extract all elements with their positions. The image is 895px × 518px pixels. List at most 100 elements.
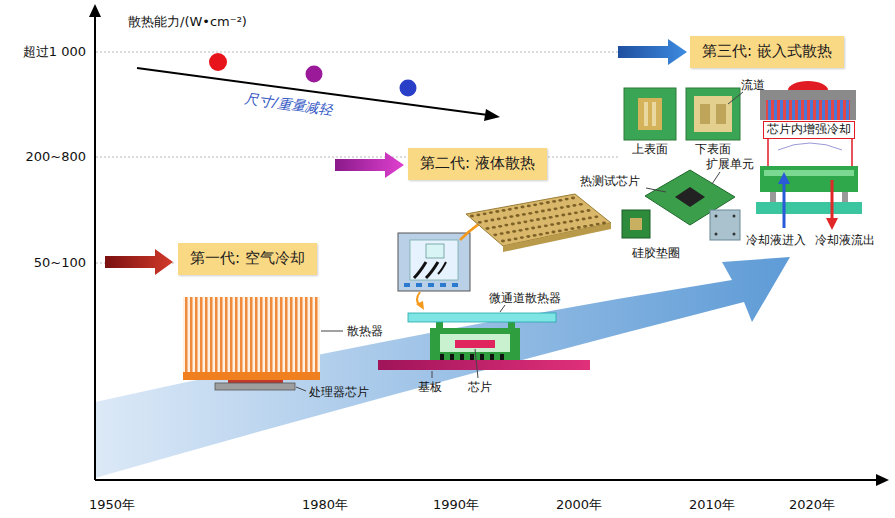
embedded-cooling-schematic <box>783 180 786 228</box>
microchannel-dot <box>579 203 583 206</box>
microchannel-dot <box>511 223 515 226</box>
heat-sink <box>183 297 320 372</box>
microchannel-dot <box>588 217 592 220</box>
microchannel-dot <box>514 207 518 210</box>
axis-tick-label: 超过1 000 <box>23 44 86 60</box>
axis-tick-label: 50~100 <box>34 255 86 271</box>
size-dot <box>306 66 323 83</box>
microchannel-dot <box>594 215 598 218</box>
microchannel-dot <box>495 210 499 213</box>
heat-sink <box>183 372 320 380</box>
microchannel-dot <box>580 210 584 213</box>
generation-text: 第二代: 液体散热 <box>420 154 535 172</box>
microchannel-dot <box>490 219 494 222</box>
microchannel-dot <box>547 209 551 212</box>
package-image <box>428 283 434 287</box>
embedded-cooling-schematic <box>842 192 848 202</box>
microchannel-dot <box>522 213 526 216</box>
microchannel-dot <box>521 206 525 209</box>
microchannel-dot <box>552 200 556 203</box>
generation-label: 第三代: 嵌入式散热 <box>690 36 844 68</box>
axis-arrowhead <box>876 474 889 486</box>
part-label: 微通道散热器 <box>489 291 561 305</box>
microchannel-dot <box>504 224 508 227</box>
microchannel-dot <box>544 224 548 227</box>
part-label: 流道 <box>741 78 765 92</box>
guide-line <box>96 52 688 263</box>
test-board <box>733 233 736 236</box>
microchannel-dot <box>507 239 511 242</box>
microchannel-dot <box>537 226 541 229</box>
microchannel-dot <box>523 220 527 223</box>
microchannel-dot <box>533 234 537 237</box>
microchannel-dot <box>596 223 600 226</box>
microchannel-dot <box>483 212 487 215</box>
microchannel-dot <box>500 232 504 235</box>
package-image <box>426 262 438 278</box>
microchannel-dot <box>569 220 573 223</box>
microchannel-dot <box>565 198 569 201</box>
leader-line <box>728 92 743 104</box>
microchannel-dot <box>542 217 546 220</box>
microchannel-dot <box>550 223 554 226</box>
part-label: 冷却液进入 <box>745 233 807 247</box>
package-image <box>404 283 410 287</box>
embedded-cooling-schematic <box>760 90 856 120</box>
microchannel-dot <box>530 219 534 222</box>
microchannel-dot <box>498 225 502 228</box>
microchannel-dot <box>508 208 512 211</box>
generation-arrow <box>618 39 687 65</box>
chip-photo <box>638 98 662 130</box>
microchannel-dot <box>583 225 587 228</box>
part-label: 冷却液流出 <box>814 233 876 247</box>
generation-arrow <box>335 152 404 178</box>
microchannel-dot <box>549 216 553 219</box>
microchannel-dot <box>572 204 576 207</box>
trend-note: 尺寸/重量减轻 <box>244 90 334 119</box>
chip-photo <box>716 104 726 124</box>
part-label: 下表面 <box>695 142 731 156</box>
leader-line <box>296 387 306 391</box>
microchannel-dot <box>560 206 564 209</box>
package-image <box>416 283 422 287</box>
microchannel-assembly <box>490 354 494 360</box>
microchannel-dot <box>587 209 591 212</box>
microchannel-dot <box>564 228 568 231</box>
guide-line <box>96 52 688 53</box>
part-label: 扩展单元 <box>706 157 754 171</box>
microchannel-dot <box>577 226 581 229</box>
test-board <box>715 215 718 218</box>
microchannel-dot <box>514 237 518 240</box>
package-image <box>398 233 470 291</box>
microchannel-plate <box>466 194 611 246</box>
axis-tick-label: 2010年 <box>689 497 735 513</box>
package-image <box>438 262 446 274</box>
microchannel-dot <box>528 212 532 215</box>
microchannel-assembly <box>508 322 515 328</box>
microchannel-dot <box>492 226 496 229</box>
embedded-cooling-schematic <box>788 81 828 90</box>
axis-title: 散热能力/(W•cm⁻²) <box>128 14 247 30</box>
microchannel-dot <box>503 216 507 219</box>
part-label: 热测试芯片 <box>580 174 640 188</box>
pointer-arrow <box>416 301 424 310</box>
microchannel-dot <box>539 233 543 236</box>
part-label: 处理器芯片 <box>309 385 369 399</box>
microchannel-dot <box>535 211 539 214</box>
microchannel-dot <box>566 205 570 208</box>
leader-line <box>321 331 343 332</box>
generation-text: 第三代: 嵌入式散热 <box>702 42 832 60</box>
microchannel-assembly <box>378 360 590 370</box>
microchannel-assembly <box>460 354 464 360</box>
axis-tick-label: 1950年 <box>89 497 135 513</box>
axis-arrowhead <box>89 4 101 17</box>
microchannel-plate <box>503 223 611 252</box>
package-image <box>410 240 458 280</box>
microchannel-assembly <box>500 354 504 360</box>
package-image <box>414 262 426 278</box>
microchannel-dot <box>470 215 474 218</box>
embedded-cooling-schematic <box>764 170 854 176</box>
microchannel-dot <box>484 220 488 223</box>
axis-tick-label: 2000年 <box>556 497 602 513</box>
embedded-cooling-schematic <box>760 166 858 192</box>
